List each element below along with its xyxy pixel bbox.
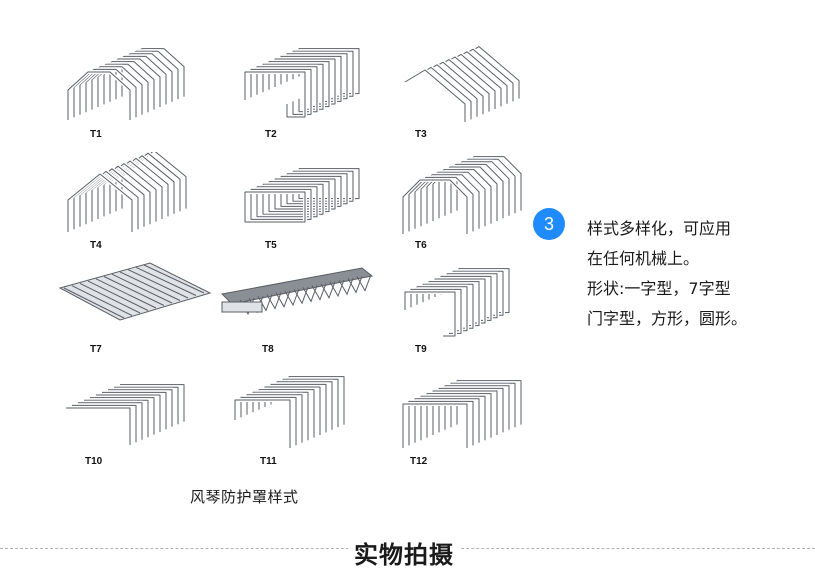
style-item: T6 bbox=[395, 152, 555, 262]
bellows-illustration-t2 bbox=[243, 46, 361, 119]
step-number-badge: 3 bbox=[533, 208, 565, 240]
style-item: T3 bbox=[395, 42, 555, 152]
style-code: T1 bbox=[90, 129, 102, 140]
style-code: T11 bbox=[260, 456, 277, 467]
bellows-illustration-t6 bbox=[401, 154, 523, 234]
figure-caption: 风琴防护罩样式 bbox=[190, 488, 299, 506]
bellows-illustration-t3 bbox=[403, 44, 521, 122]
description-line: 形状:一字型，7字型 bbox=[587, 279, 731, 298]
bellows-illustration-t1 bbox=[66, 46, 186, 120]
bellows-illustration-t10 bbox=[66, 382, 186, 445]
style-item: T10 bbox=[60, 370, 220, 480]
style-item: T12 bbox=[395, 370, 555, 480]
style-code: T12 bbox=[410, 456, 428, 467]
bellows-illustration-t11 bbox=[233, 374, 346, 448]
bellows-illustration-t12 bbox=[401, 378, 523, 448]
style-item: T9 bbox=[395, 258, 555, 368]
bellows-illustration-t5 bbox=[243, 166, 361, 224]
description-line: 门字型，方形，圆形。 bbox=[587, 309, 748, 328]
style-code: T6 bbox=[415, 240, 427, 251]
bellows-illustration-t7 bbox=[58, 262, 212, 321]
style-item: T4 bbox=[60, 152, 220, 262]
style-code: T9 bbox=[415, 344, 427, 355]
section-title: 实物拍摄 bbox=[348, 535, 460, 570]
style-item: T7 bbox=[50, 258, 212, 368]
style-item: T8 bbox=[212, 258, 374, 368]
style-code: T4 bbox=[90, 240, 102, 251]
bellows-illustration-t9 bbox=[403, 266, 511, 338]
style-grid: T1 T2 T3 T4 T5 T6 T7 T8 T9 T10 T11 bbox=[40, 30, 540, 490]
style-code: T5 bbox=[265, 240, 277, 251]
style-code: T8 bbox=[262, 344, 274, 355]
description-line: 样式多样化，可应用 bbox=[587, 219, 732, 238]
style-code: T10 bbox=[85, 456, 103, 467]
bellows-illustration-t4 bbox=[66, 152, 188, 232]
style-item: T11 bbox=[225, 370, 385, 480]
style-item: T2 bbox=[235, 42, 395, 152]
bellows-illustration-t8 bbox=[220, 267, 374, 316]
style-item: T1 bbox=[60, 42, 220, 152]
style-code: T2 bbox=[265, 129, 277, 140]
style-code: T7 bbox=[90, 344, 102, 355]
description-line: 在任何机械上。 bbox=[587, 249, 700, 268]
style-item: T5 bbox=[235, 152, 395, 262]
style-code: T3 bbox=[415, 129, 427, 140]
feature-description: 样式多样化，可应用 在任何机械上。 形状:一字型，7字型 门字型，方形，圆形。 bbox=[587, 214, 747, 334]
